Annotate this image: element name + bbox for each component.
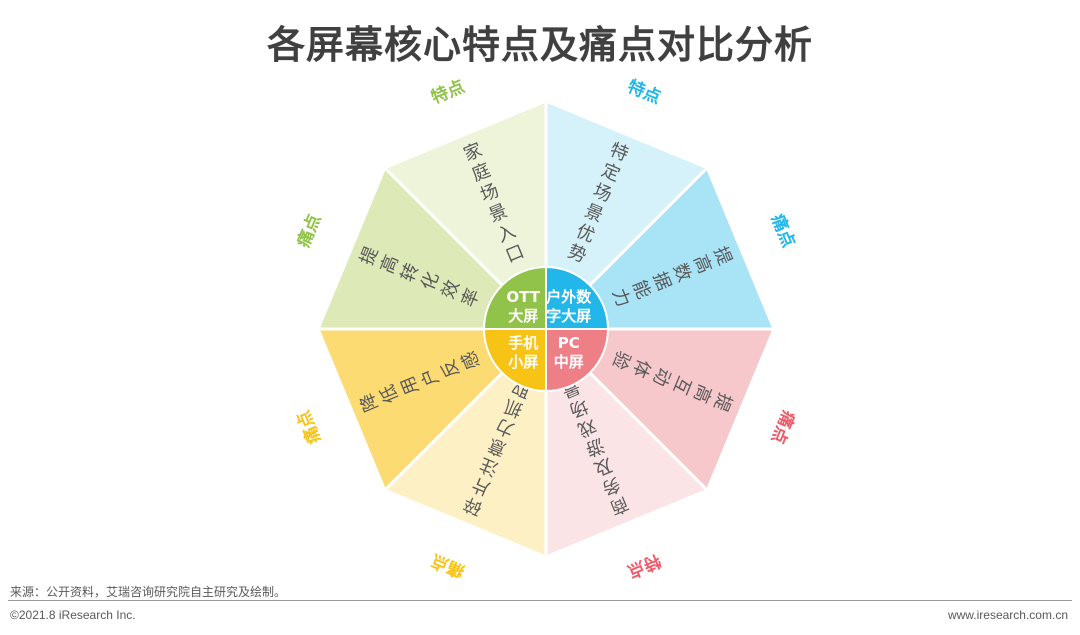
- segment-kind-label: 痛点: [428, 550, 467, 580]
- website-link[interactable]: www.iresearch.com.cn: [947, 608, 1068, 622]
- segment-kind-label: 痛点: [293, 211, 325, 250]
- center-quadrant-label: 手机小屏: [508, 334, 538, 371]
- center-quadrant: [482, 265, 547, 330]
- segment-kind-label: 特点: [428, 76, 467, 108]
- center-quadrant: [482, 328, 547, 393]
- segment-kind-label: 特点: [624, 550, 663, 580]
- footer-divider: [8, 600, 1072, 601]
- source-note: 来源：公开资料，艾瑞咨询研究院自主研究及绘制。: [10, 585, 287, 599]
- center-quadrant: [545, 265, 610, 330]
- segment-kind-label: 痛点: [293, 407, 325, 446]
- segment-wedge: [382, 98, 548, 333]
- copyright-text: ©2021.8 iResearch Inc.: [10, 608, 136, 622]
- page-title: 各屏幕核心特点及痛点对比分析: [266, 23, 813, 67]
- segment-kind-label: 痛点: [767, 211, 799, 250]
- center-quadrant-label: 户外数字大屏: [546, 288, 592, 325]
- octagon-diagram: 特定场景优势特点提高数据能力痛点提高互动体验痛点商务及游戏场景特点碎片注意力抓取…: [293, 76, 799, 580]
- segment-kind-label: 痛点: [767, 407, 799, 446]
- segment-kind-label: 特点: [624, 76, 663, 108]
- center-quadrant: [545, 328, 610, 393]
